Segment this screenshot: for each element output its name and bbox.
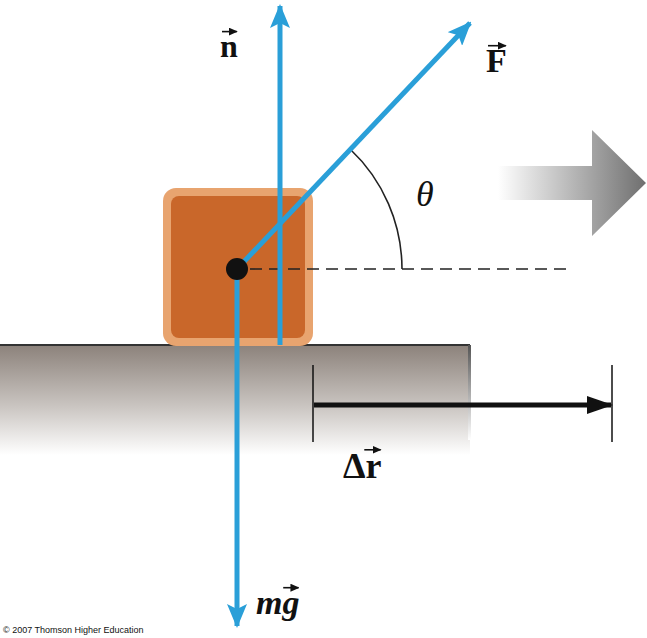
weight-vector xyxy=(235,269,240,626)
motion-arrow xyxy=(498,130,646,236)
copyright-note: © 2007 Thomson Higher Education xyxy=(3,626,144,635)
vector-label: F xyxy=(486,44,507,78)
vector-label: n xyxy=(220,30,238,62)
displacement-tick xyxy=(611,365,613,442)
displacement-tick xyxy=(312,365,314,442)
angle-label: θ xyxy=(416,176,434,212)
angle-arc xyxy=(350,149,402,269)
vector-label: Δr xyxy=(343,448,382,484)
center-dot xyxy=(226,258,248,280)
normal-force-vector xyxy=(278,6,283,345)
applied-force-vector xyxy=(237,23,470,269)
ground-edge xyxy=(468,345,471,440)
vector-overbars xyxy=(222,32,506,588)
vector-label: mg xyxy=(256,586,299,620)
reference-line xyxy=(250,268,566,270)
displacement-vector xyxy=(314,403,611,408)
